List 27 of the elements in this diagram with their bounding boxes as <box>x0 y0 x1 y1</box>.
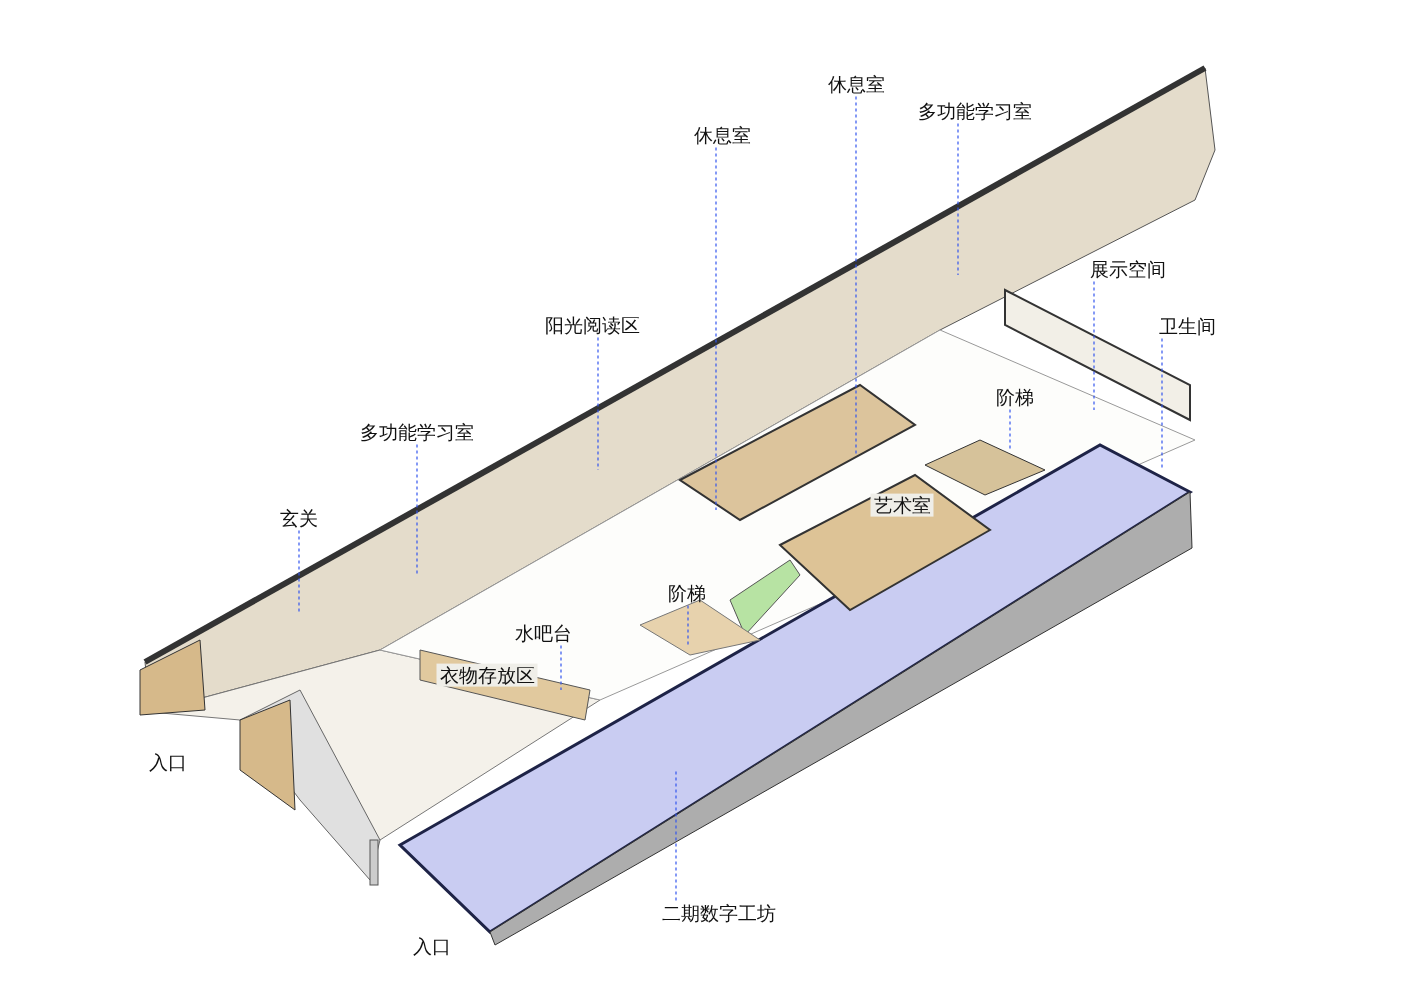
room-label: 衣物存放区 <box>436 663 538 687</box>
room-label: 阳光阅读区 <box>544 313 640 337</box>
room-label: 艺术室 <box>870 493 934 517</box>
leader-line <box>298 529 300 613</box>
room-label: 多功能学习室 <box>918 99 1032 123</box>
leader-line <box>1093 280 1095 411</box>
leader-line <box>687 604 689 646</box>
room-label: 阶梯 <box>668 581 706 605</box>
room-label: 休息室 <box>693 123 751 147</box>
room-label: 二期数字工坊 <box>662 901 776 925</box>
leader-line <box>957 122 959 276</box>
room-label: 休息室 <box>827 72 885 96</box>
room-label: 卫生间 <box>1158 314 1216 338</box>
leader-line <box>560 644 562 691</box>
leader-line <box>675 769 677 902</box>
leader-line <box>1009 408 1011 451</box>
entrance-label: 入口 <box>149 750 187 774</box>
room-label: 玄关 <box>280 506 318 530</box>
room-label: 水吧台 <box>514 621 572 645</box>
leader-line <box>416 443 418 576</box>
leader-line <box>715 146 717 511</box>
room-label: 多功能学习室 <box>360 420 474 444</box>
leader-line <box>597 336 599 471</box>
room-label: 阶梯 <box>996 385 1034 409</box>
room-label: 展示空间 <box>1090 257 1166 281</box>
entrance-label: 入口 <box>413 934 451 958</box>
leader-line <box>855 95 857 456</box>
